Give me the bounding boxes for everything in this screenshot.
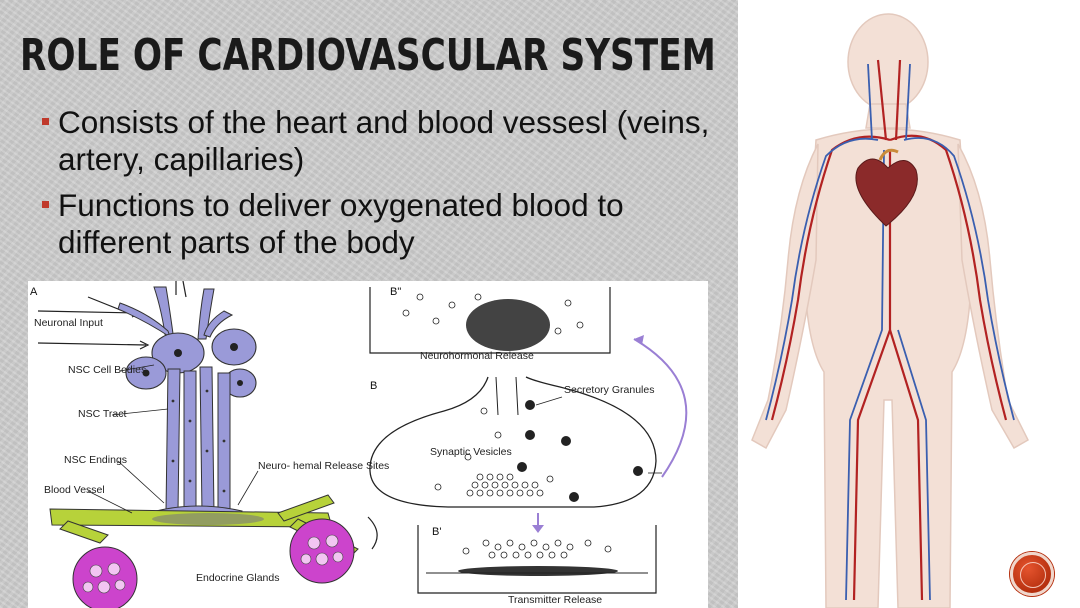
bullet-square-icon [42,201,49,208]
secretory-granules-label: Secretory Granules [564,384,654,396]
panel-b1-label: B' [432,526,441,538]
neurosecretory-figure: A Neuronal Input [28,281,708,608]
circle-nav-icon [1020,562,1046,588]
nsc-tract-label: NSC Tract [78,408,127,420]
bullet-item: Functions to deliver oxygenated blood to… [42,187,732,261]
endocrine-gland [72,546,138,608]
bullet-item: Consists of the heart and blood vessesl … [42,104,732,178]
synaptic-vesicles-label: Synaptic Vesicles [430,446,512,458]
endocrine-gland [289,518,355,584]
nsc-cell-bodies-label: NSC Cell Bodies [68,364,146,376]
nav-next-button[interactable] [1010,552,1054,596]
neurohemal-sites-label: Neuro- hemal Release Sites [258,460,389,472]
bullet-square-icon [42,118,49,125]
panel-b-label: B [370,380,377,392]
slide-title: ROLE OF CARDIOVASCULAR SYSTEM [20,30,716,81]
bullet-text: Consists of the heart and blood vessesl … [58,104,710,177]
nsc-endings-label: NSC Endings [64,454,127,466]
neuronal-input-label: Neuronal Input [34,317,103,329]
transmitter-release-label: Transmitter Release [508,594,602,606]
panel-b2-label: B" [390,286,401,298]
blood-vessel-label: Blood Vessel [44,484,105,496]
panel-a-label: A [30,286,38,298]
bullet-text: Functions to deliver oxygenated blood to… [58,187,624,260]
cardiovascular-anatomy-image [738,0,1080,608]
bullet-list: Consists of the heart and blood vessesl … [42,104,732,270]
neurohormonal-release-label: Neurohormonal Release [420,350,534,362]
endocrine-glands-label: Endocrine Glands [196,572,279,584]
